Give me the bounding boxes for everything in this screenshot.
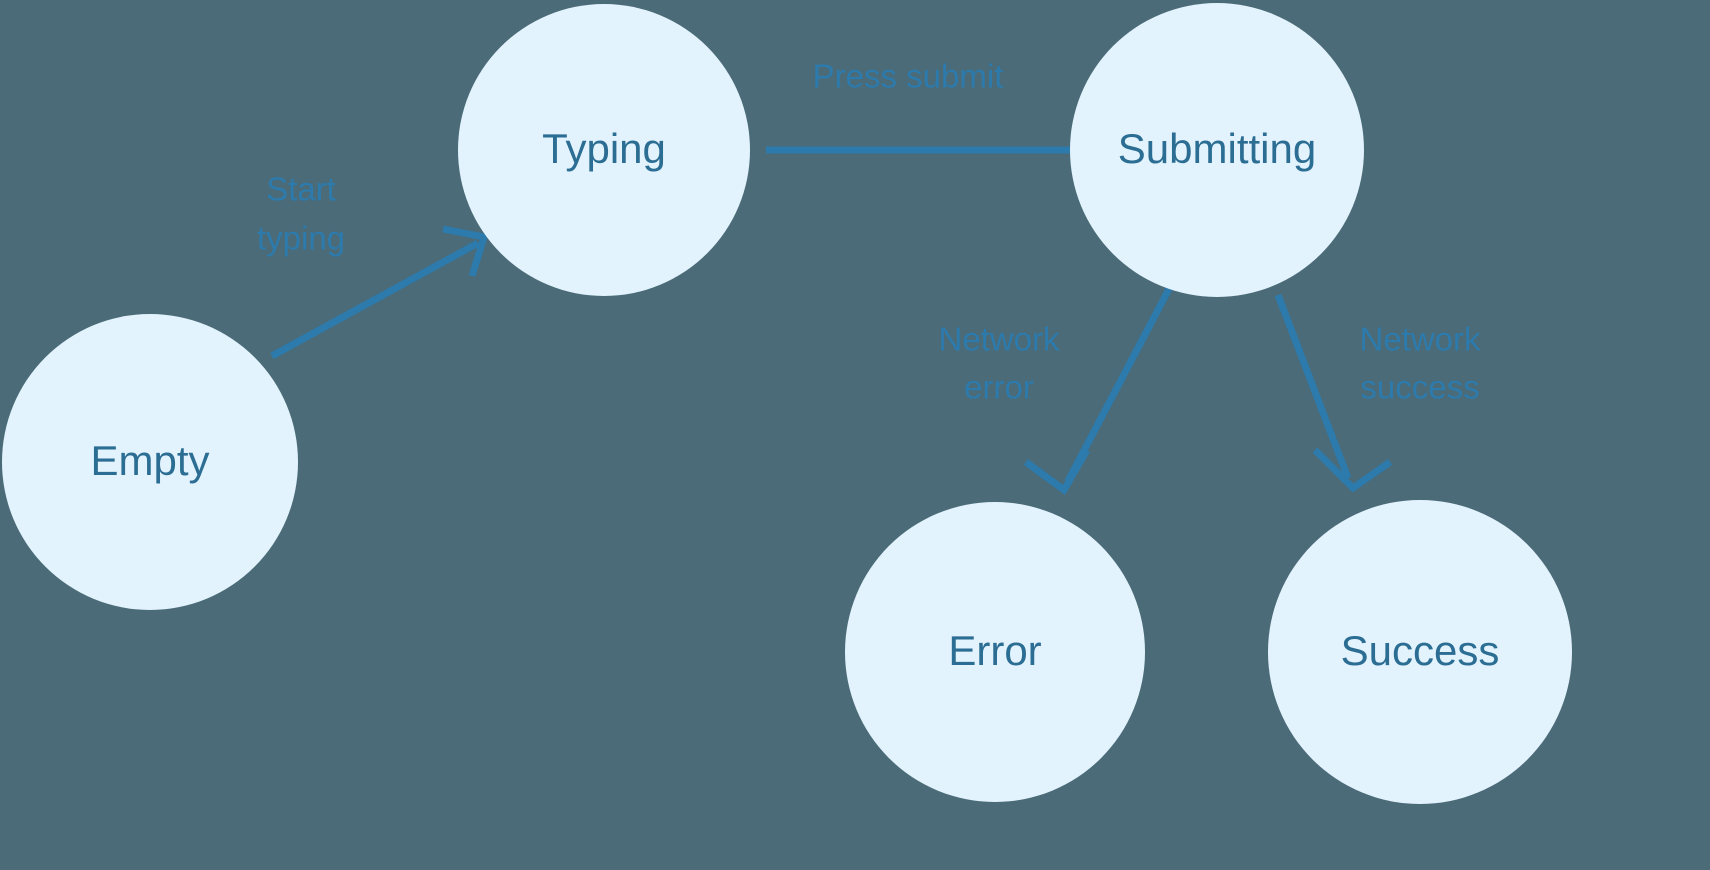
node-typing-label: Typing [542, 125, 666, 172]
edge-label-submitting-to-error: Network error [938, 321, 1060, 406]
edge-label-typing-to-submitting-line1: Press submit [813, 58, 1004, 95]
edge-label-typing-to-submitting: Press submit [813, 58, 1004, 95]
node-typing[interactable]: Typing [458, 4, 750, 296]
edge-submitting-to-success [1274, 293, 1393, 493]
edge-empty-to-typing [270, 225, 489, 360]
edge-label-submitting-to-success: Network success [1359, 321, 1481, 406]
node-success-circle[interactable] [1268, 500, 1572, 804]
edge-submitting-to-error [1023, 285, 1174, 496]
node-error-circle[interactable] [845, 502, 1145, 802]
node-success[interactable]: Success [1268, 500, 1572, 804]
node-empty-label: Empty [90, 437, 209, 484]
edge-empty-to-typing-arrowhead [442, 225, 489, 278]
edge-submitting-to-error-line [1064, 285, 1174, 483]
edge-label-submitting-to-success-line2: success [1360, 369, 1479, 406]
edge-empty-to-typing-line [270, 239, 480, 360]
edge-label-submitting-to-success-line1: Network [1359, 321, 1481, 358]
edge-submitting-to-error-arrowhead [1023, 448, 1091, 496]
node-empty[interactable]: Empty [2, 314, 298, 610]
edge-submitting-to-success-line [1274, 293, 1352, 480]
edge-label-empty-to-typing-line2: typing [257, 220, 345, 257]
edge-label-submitting-to-error-line2: error [964, 369, 1034, 406]
node-submitting-label: Submitting [1118, 125, 1316, 172]
node-success-label: Success [1341, 627, 1500, 674]
node-error-label: Error [948, 627, 1041, 674]
edge-label-empty-to-typing: Start typing [257, 171, 345, 257]
node-empty-circle[interactable] [2, 314, 298, 610]
node-typing-circle[interactable] [458, 4, 750, 296]
node-error[interactable]: Error [845, 502, 1145, 802]
edge-label-submitting-to-error-line1: Network [938, 321, 1060, 358]
node-submitting-circle[interactable] [1070, 3, 1364, 297]
node-submitting[interactable]: Submitting [1070, 3, 1364, 297]
edge-submitting-to-success-arrowhead [1312, 447, 1393, 493]
edge-label-empty-to-typing-line1: Start [266, 171, 336, 208]
